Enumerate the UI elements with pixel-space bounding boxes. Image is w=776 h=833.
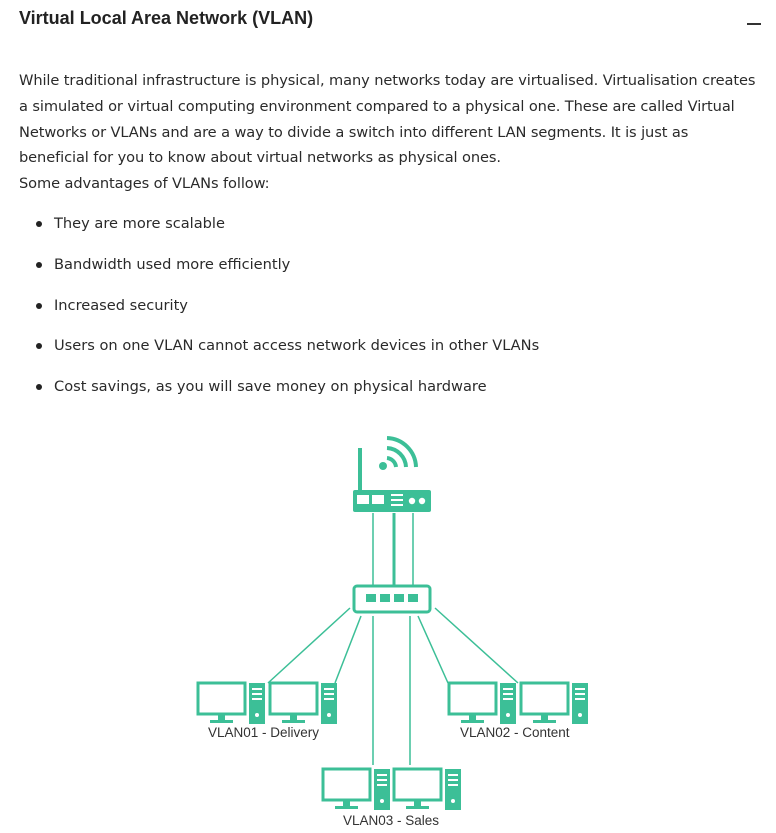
list-item: Increased security: [19, 294, 539, 335]
vlan03-label: VLAN03 - Sales: [343, 813, 439, 828]
intro-paragraph: While traditional infrastructure is phys…: [19, 72, 756, 167]
connection-lines: [267, 513, 519, 765]
vlan03-computers: [321, 767, 461, 811]
vlan02-label: VLAN02 - Content: [460, 725, 570, 740]
section-title: Virtual Local Area Network (VLAN): [19, 8, 314, 28]
advantages-intro: Some advantages of VLANs follow:: [19, 175, 270, 193]
vlan01-label: VLAN01 - Delivery: [208, 725, 319, 740]
vlan-network-diagram: VLAN01 - Delivery VLAN02 - Content VLAN0…: [196, 436, 588, 828]
list-item: Bandwidth used more efficiently: [19, 253, 539, 294]
list-item: Cost savings, as you will save money on …: [19, 375, 539, 416]
switch-icon: [352, 584, 432, 614]
section-body: While traditional infrastructure is phys…: [19, 68, 759, 197]
list-item: Users on one VLAN cannot access network …: [19, 334, 539, 375]
vlan02-computers: [447, 681, 588, 725]
router-icon: [353, 436, 431, 512]
list-item: They are more scalable: [19, 212, 539, 253]
advantages-list: They are more scalable Bandwidth used mo…: [19, 212, 539, 416]
section-header[interactable]: Virtual Local Area Network (VLAN): [19, 6, 762, 34]
minus-icon[interactable]: [746, 10, 762, 30]
vlan01-computers: [196, 681, 337, 725]
